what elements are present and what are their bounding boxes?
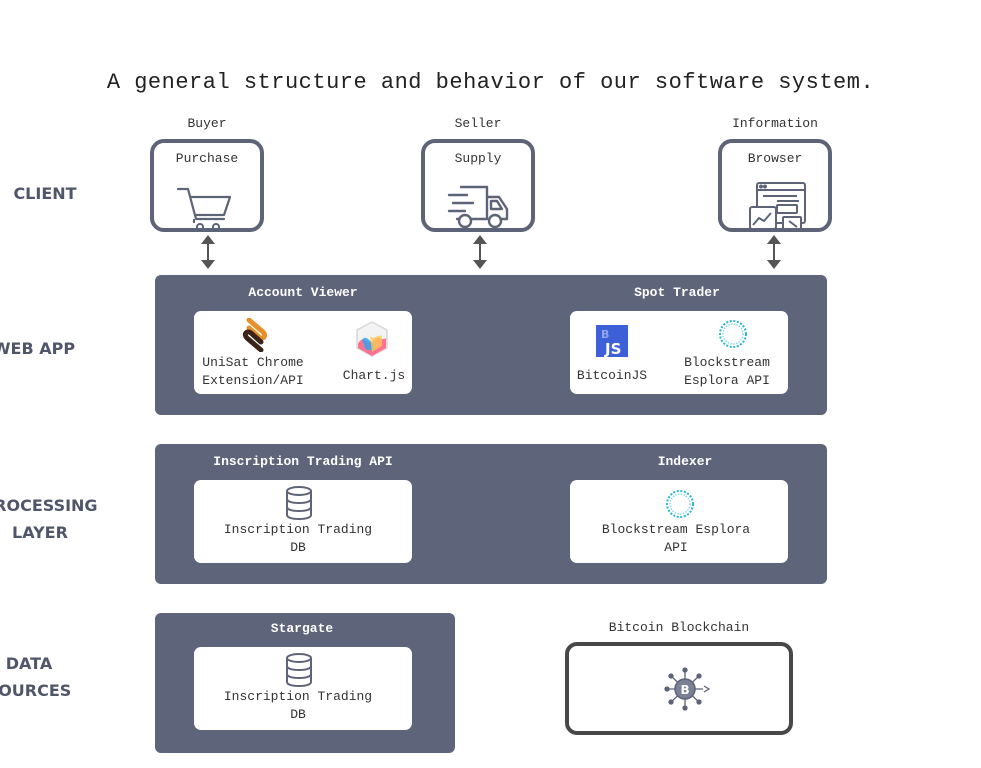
shopping-cart-icon — [176, 187, 232, 231]
client-role-information: Information — [732, 116, 818, 131]
blockstream-logo-icon — [666, 490, 694, 518]
account-viewer-card: UniSat Chrome Extension/API Chart.js — [194, 311, 412, 394]
blockstream-esplora-label: Blockstream Esplora API — [601, 522, 751, 555]
chartjs-logo-icon — [356, 321, 388, 357]
stargate-title: Stargate — [270, 621, 334, 636]
bitcoin-blockchain-box: B — [565, 642, 793, 735]
client-box-seller[interactable]: Supply — [421, 139, 535, 232]
browser-dashboard-icon — [749, 182, 806, 230]
inscription-trading-api-title: Inscription Trading API — [213, 454, 393, 469]
unisat-logo-icon — [242, 318, 268, 352]
layer-label-web-app: WEB APP — [0, 339, 76, 358]
indexer-card: Blockstream Esplora API — [570, 480, 788, 563]
inscription-trading-db-label: Inscription Trading DB — [223, 689, 373, 722]
bitcoinjs-logo-icon: B JS — [596, 325, 628, 357]
client-label-supply: Supply — [454, 151, 502, 166]
inscription-trading-db-label: Inscription Trading DB — [223, 522, 373, 555]
spot-trader-card: B JS BitcoinJS Blockstream Esplora API — [570, 311, 788, 394]
account-viewer-title: Account Viewer — [248, 285, 358, 300]
client-label-browser: Browser — [747, 151, 803, 166]
client-box-information[interactable]: Browser — [718, 139, 832, 232]
bitcoinjs-logo-mark: B — [601, 328, 609, 341]
client-role-buyer: Buyer — [187, 116, 227, 131]
bidirectional-arrow-icon — [473, 235, 487, 269]
blockstream-logo-icon — [719, 320, 747, 348]
inscription-trading-db-card: Inscription Trading DB — [194, 480, 412, 563]
layer-label-client: CLIENT — [13, 184, 77, 203]
stargate-db-card: Inscription Trading DB — [194, 647, 412, 730]
bitcoin-blockchain-title: Bitcoin Blockchain — [608, 620, 750, 635]
indexer-title: Indexer — [657, 454, 713, 469]
bidirectional-arrow-icon — [767, 235, 781, 269]
bitcoinjs-logo-text: JS — [604, 340, 621, 357]
bitcoinjs-label: BitcoinJS — [576, 368, 648, 383]
layer-label-data-sources: DATA SOURCES — [0, 654, 72, 700]
unisat-label: UniSat Chrome Extension/API — [202, 355, 304, 388]
blockstream-esplora-label: Blockstream Esplora API — [684, 355, 770, 388]
spot-trader-title: Spot Trader — [634, 285, 720, 300]
bitcoin-network-icon: B — [664, 667, 711, 711]
chartjs-label: Chart.js — [342, 368, 406, 383]
database-icon — [286, 653, 312, 687]
client-label-purchase: Purchase — [175, 151, 239, 166]
diagram-title: A general structure and behavior of our … — [106, 70, 875, 95]
client-role-seller: Seller — [454, 116, 502, 131]
bidirectional-arrow-icon — [201, 235, 215, 269]
delivery-truck-icon — [447, 185, 509, 229]
client-box-buyer[interactable]: Purchase — [150, 139, 264, 232]
bitcoin-logo-mark: B — [681, 683, 690, 697]
database-icon — [286, 486, 312, 520]
